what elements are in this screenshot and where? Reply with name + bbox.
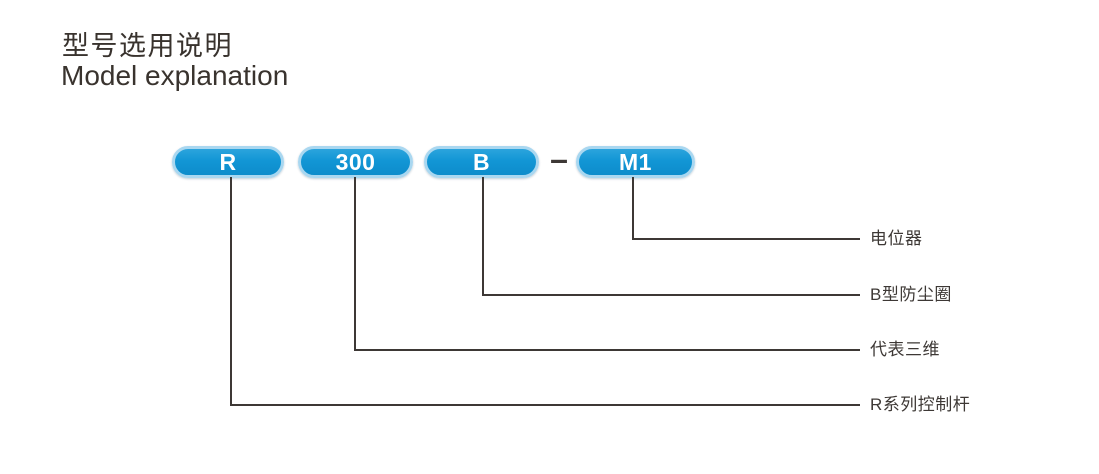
connector-vertical-b bbox=[482, 177, 484, 296]
model-segment-pill-300: 300 bbox=[298, 146, 413, 178]
page-title-chinese: 型号选用说明 bbox=[62, 31, 233, 61]
connector-horizontal-b bbox=[482, 294, 860, 296]
model-segment-pill-m1: M1 bbox=[576, 146, 695, 178]
model-segment-code: B bbox=[472, 148, 491, 175]
model-segment-code: 300 bbox=[335, 148, 376, 175]
connector-horizontal-m1 bbox=[632, 238, 860, 240]
model-segment-code: R bbox=[219, 148, 237, 175]
page-title-english: Model explanation bbox=[61, 60, 289, 91]
model-segment-pill-b: B bbox=[424, 146, 539, 178]
segment-meaning-label-m1: 电位器 bbox=[870, 229, 923, 248]
connector-vertical-300 bbox=[354, 177, 356, 351]
segment-meaning-label-b: B型防尘圈 bbox=[870, 285, 952, 304]
connector-horizontal-300 bbox=[354, 349, 860, 351]
connector-horizontal-r bbox=[230, 404, 860, 406]
connector-vertical-r bbox=[230, 177, 232, 406]
segment-separator-dash: – bbox=[550, 141, 568, 177]
segment-meaning-label-r: R系列控制杆 bbox=[870, 395, 971, 414]
connector-vertical-m1 bbox=[632, 177, 634, 240]
model-segment-code: M1 bbox=[619, 148, 652, 175]
model-segment-pill-r: R bbox=[172, 146, 284, 178]
segment-meaning-label-300: 代表三维 bbox=[870, 340, 940, 359]
